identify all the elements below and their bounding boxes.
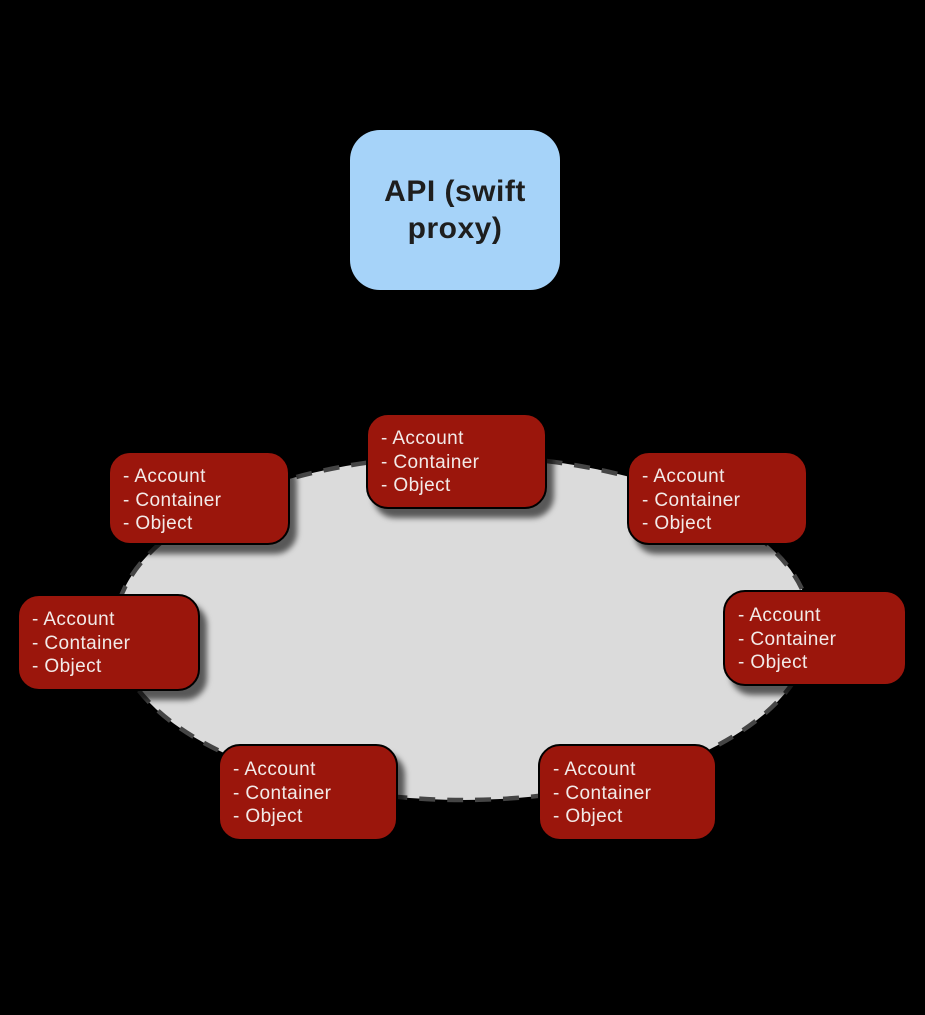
node-line-account: - Account	[381, 428, 464, 449]
storage-node-left: - Account - Container - Object	[17, 594, 200, 691]
node-line-container: - Container	[738, 628, 837, 650]
storage-node-right: - Account - Container - Object	[723, 590, 907, 686]
node-line-object: - Object	[381, 475, 451, 496]
node-line-account: - Account	[123, 466, 206, 487]
storage-node-upper-left: - Account - Container - Object	[108, 451, 290, 545]
node-line-container: - Container	[553, 782, 652, 804]
api-proxy-box: API (swift proxy)	[350, 130, 560, 290]
node-line-object: - Object	[123, 513, 193, 534]
node-line-container: - Container	[642, 489, 741, 511]
node-line-container: - Container	[381, 451, 480, 473]
storage-node-bottom-right: - Account - Container - Object	[538, 744, 717, 841]
storage-node-upper-right: - Account - Container - Object	[627, 451, 808, 545]
node-line-object: - Object	[642, 513, 712, 534]
node-line-object: - Object	[553, 806, 623, 827]
api-proxy-label: API (swift proxy)	[384, 175, 526, 245]
node-line-object: - Object	[32, 656, 102, 677]
node-line-container: - Container	[32, 632, 131, 654]
node-line-container: - Container	[123, 489, 222, 511]
node-line-account: - Account	[553, 759, 636, 780]
storage-node-bottom-left: - Account - Container - Object	[218, 744, 398, 841]
storage-node-top-center: - Account - Container - Object	[366, 413, 547, 509]
node-line-object: - Object	[233, 806, 303, 827]
node-line-account: - Account	[32, 609, 115, 630]
node-line-account: - Account	[233, 759, 316, 780]
node-line-object: - Object	[738, 652, 808, 673]
node-line-account: - Account	[738, 605, 821, 626]
node-line-account: - Account	[642, 466, 725, 487]
node-line-container: - Container	[233, 782, 332, 804]
